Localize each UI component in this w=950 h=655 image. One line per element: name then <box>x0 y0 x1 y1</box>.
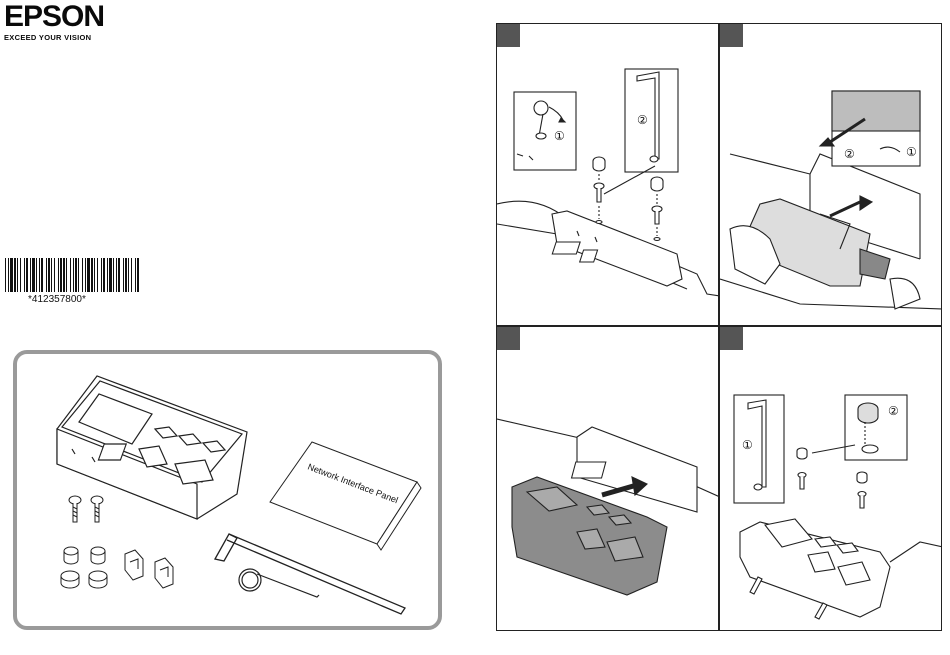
step-3-illustration <box>497 327 719 631</box>
barcode-bar <box>113 258 114 292</box>
barcode-bar <box>131 258 132 292</box>
barcode-bar <box>17 258 18 292</box>
loop-tool-illustration <box>239 569 319 597</box>
package-contents-box: Network Interface Panel <box>13 350 442 630</box>
barcode-bar <box>60 258 62 292</box>
step-1-illustration: ① ② <box>497 24 719 326</box>
barcode-bar <box>32 258 35 292</box>
step-panel-1: ① ② <box>496 23 719 326</box>
callout-2: ② <box>844 147 855 161</box>
barcode-bar <box>94 258 95 292</box>
barcode-bar <box>8 258 9 292</box>
barcode-bar <box>91 258 93 292</box>
barcode-bar <box>10 258 13 292</box>
step-panel-4: ① ② <box>719 326 942 631</box>
package-contents-illustration: Network Interface Panel <box>17 354 438 626</box>
step-badge <box>720 327 743 350</box>
barcode-bar <box>24 258 25 292</box>
screws-illustration <box>69 496 103 522</box>
barcode-bar <box>51 258 52 292</box>
barcode-bar <box>41 258 43 292</box>
barcode-text: *412357800* <box>28 294 86 305</box>
barcode-bar <box>101 258 102 292</box>
barcode-bar <box>73 258 74 292</box>
barcode-bar <box>46 258 47 292</box>
step-badge <box>497 24 520 47</box>
barcode-bar <box>137 258 139 292</box>
step-panel-3 <box>496 326 719 631</box>
cable-clips-illustration <box>125 550 173 588</box>
barcode-bar <box>58 258 59 292</box>
caps-illustration <box>61 547 107 588</box>
barcode-bar <box>20 258 21 292</box>
barcode-bar <box>116 258 117 292</box>
manual-illustration: Network Interface Panel <box>270 442 421 550</box>
barcode-image <box>5 258 140 292</box>
barcode-bar <box>85 258 86 292</box>
step-4-illustration: ① ② <box>720 327 942 631</box>
barcode-bar <box>30 258 31 292</box>
barcode-bar <box>128 258 129 292</box>
step-badge <box>720 24 743 47</box>
hex-wrench-illustration <box>215 534 405 614</box>
barcode-bar <box>26 258 28 292</box>
callout-2: ② <box>888 404 899 418</box>
barcode-bar <box>97 258 98 292</box>
callout-1: ① <box>742 438 753 452</box>
barcode-bar <box>118 258 120 292</box>
barcode-bar <box>78 258 79 292</box>
callout-1: ① <box>906 145 917 159</box>
barcode-bar <box>103 258 105 292</box>
barcode-bar <box>135 258 136 292</box>
barcode-bar <box>82 258 83 292</box>
barcode-bar <box>75 258 77 292</box>
barcode-bar <box>107 258 108 292</box>
barcode-bar <box>70 258 71 292</box>
barcode-bar <box>109 258 112 292</box>
barcode-bar <box>123 258 124 292</box>
barcode-bar <box>66 258 67 292</box>
step-badge <box>497 327 520 350</box>
barcode-bar <box>14 258 16 292</box>
step-panel-2: ② ① <box>719 23 942 326</box>
barcode-bar <box>54 258 55 292</box>
panel-device-illustration <box>57 376 247 519</box>
barcode-bar <box>63 258 65 292</box>
barcode-bar <box>125 258 127 292</box>
barcode-bar <box>5 258 6 292</box>
barcode-bar <box>36 258 37 292</box>
barcode-bar <box>39 258 40 292</box>
brand-name: EPSON <box>4 2 104 32</box>
brand-tagline: EXCEED YOUR VISION <box>4 33 104 42</box>
step-2-illustration: ② ① <box>720 24 942 326</box>
epson-logo: EPSON EXCEED YOUR VISION <box>4 2 104 42</box>
callout-2: ② <box>637 113 648 127</box>
callout-1: ① <box>554 129 565 143</box>
barcode-bar <box>87 258 90 292</box>
barcode-bar <box>48 258 50 292</box>
